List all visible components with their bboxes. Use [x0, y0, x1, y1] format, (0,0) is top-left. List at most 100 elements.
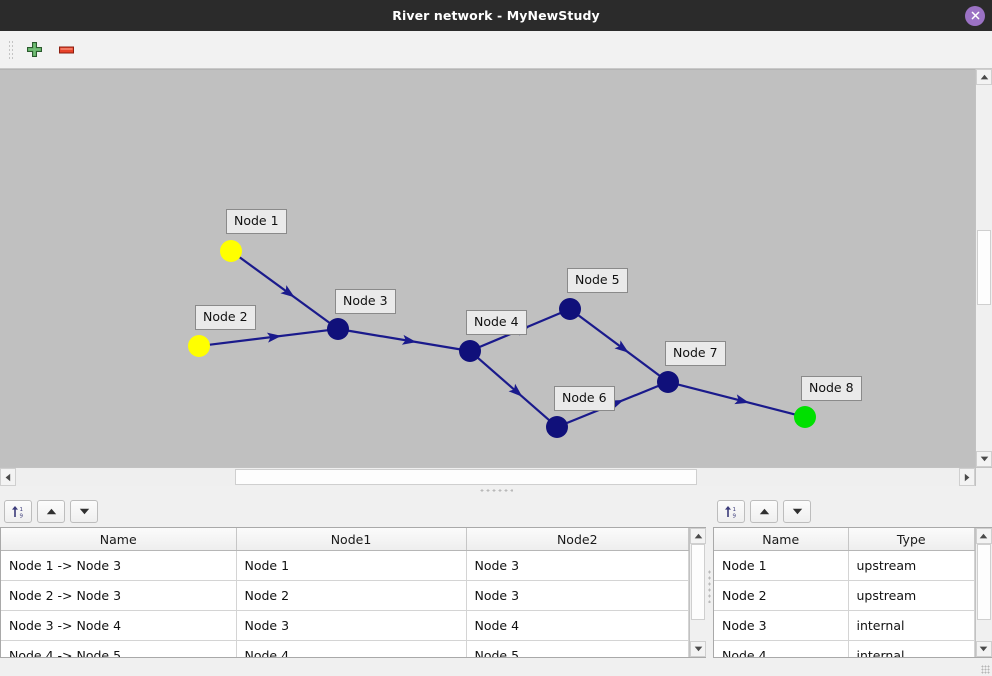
close-button[interactable]	[965, 5, 985, 26]
graph-node[interactable]	[546, 416, 568, 438]
table-cell[interactable]: Node 3	[466, 580, 689, 611]
graph-edge[interactable]	[208, 329, 329, 346]
network-canvas[interactable]: Node 1 Node 2 Node 3 Node 4 Node 5 Node 6 Node…	[0, 69, 975, 467]
scroll-up-button[interactable]	[976, 69, 992, 85]
table-cell[interactable]: Node 4	[714, 640, 849, 657]
graph-node[interactable]	[220, 240, 242, 262]
table-cell[interactable]: Node 5	[466, 640, 689, 657]
vertical-splitter[interactable]	[706, 495, 713, 676]
add-node-button[interactable]	[21, 37, 47, 63]
column-header[interactable]: Type	[848, 528, 975, 551]
graph-edge[interactable]	[577, 314, 661, 377]
canvas-vscroll-track[interactable]	[976, 85, 992, 451]
graph-edge[interactable]	[238, 256, 331, 324]
table-cell[interactable]: Node 4	[466, 610, 689, 641]
node-label[interactable]: Node 5	[567, 268, 628, 293]
table-cell[interactable]: Node 2	[236, 580, 467, 611]
remove-node-button[interactable]	[53, 37, 79, 63]
table-cell[interactable]: Node 3	[466, 550, 689, 581]
graph-node[interactable]	[188, 335, 210, 357]
node-scroll-up-button[interactable]	[975, 528, 992, 544]
table-cell[interactable]: internal	[848, 640, 975, 657]
branch-vscroll-track[interactable]	[690, 544, 706, 641]
branch-scroll-down-button[interactable]	[690, 641, 706, 657]
table-cell[interactable]: Node 3 -> Node 4	[1, 610, 237, 641]
branch-move-down-button[interactable]	[70, 499, 98, 523]
node-panel-footer	[713, 658, 992, 676]
graph-edge[interactable]	[476, 356, 551, 422]
canvas-hscroll-track[interactable]	[16, 468, 959, 486]
node-move-up-button[interactable]	[750, 499, 778, 523]
branch-table-vertical-scrollbar[interactable]	[689, 528, 706, 657]
node-label[interactable]: Node 2	[195, 305, 256, 330]
table-cell[interactable]: Node 1	[714, 550, 849, 581]
table-cell[interactable]: upstream	[848, 580, 975, 611]
node-vscroll-thumb[interactable]	[976, 544, 991, 620]
table-cell[interactable]: Node 2	[714, 580, 849, 611]
table-cell[interactable]: Node 4	[236, 640, 467, 657]
branch-vscroll-thumb[interactable]	[691, 544, 705, 620]
graph-node[interactable]	[794, 406, 816, 428]
branch-move-up-button[interactable]	[37, 499, 65, 523]
canvas-vscroll-thumb[interactable]	[977, 230, 991, 305]
scroll-right-button[interactable]	[959, 468, 975, 486]
toolbar-drag-handle[interactable]	[8, 39, 15, 60]
table-cell[interactable]: internal	[848, 610, 975, 641]
triangle-right-icon	[964, 473, 970, 481]
branch-panel-toolbar: 1 9	[0, 495, 706, 527]
node-sort-button[interactable]: 1 9	[717, 499, 745, 523]
canvas-vertical-scrollbar[interactable]	[975, 69, 992, 467]
graph-node[interactable]	[327, 318, 349, 340]
table-cell[interactable]: Node 3	[236, 610, 467, 641]
node-move-down-button[interactable]	[783, 499, 811, 523]
scroll-left-button[interactable]	[0, 468, 16, 486]
column-header[interactable]: Node1	[236, 528, 467, 551]
table-cell[interactable]: Node 4 -> Node 5	[1, 640, 237, 657]
window-resize-grip[interactable]	[981, 665, 990, 674]
node-vscroll-track[interactable]	[975, 544, 992, 641]
graph-edge[interactable]	[347, 329, 461, 351]
node-label[interactable]: Node 1	[226, 209, 287, 234]
column-header[interactable]: Node2	[466, 528, 689, 551]
table-cell[interactable]: Node 2 -> Node 3	[1, 580, 237, 611]
triangle-down-icon	[980, 646, 988, 652]
arrow-up-icon	[46, 508, 56, 514]
table-cell[interactable]: Node 1	[236, 550, 467, 581]
node-label[interactable]: Node 7	[665, 341, 726, 366]
column-header[interactable]: Name	[714, 528, 849, 551]
node-scroll-down-button[interactable]	[975, 641, 992, 657]
branch-sort-button[interactable]: 1 9	[4, 499, 32, 523]
canvas-horizontal-scrollbar[interactable]	[0, 468, 975, 486]
canvas-hscroll-thumb[interactable]	[235, 469, 697, 485]
table-cell[interactable]: Node 1 -> Node 3	[1, 550, 237, 581]
node-label[interactable]: Node 3	[335, 289, 396, 314]
branch-scroll-up-button[interactable]	[690, 528, 706, 544]
splitter-grip-icon	[479, 489, 513, 492]
graph-node[interactable]	[559, 298, 581, 320]
triangle-up-icon	[980, 74, 988, 80]
table-cell[interactable]: upstream	[848, 550, 975, 581]
graph-node[interactable]	[459, 340, 481, 362]
horizontal-splitter[interactable]	[0, 486, 992, 495]
node-label[interactable]: Node 4	[466, 310, 527, 335]
graph-edge[interactable]	[677, 383, 796, 416]
node-table-vertical-scrollbar[interactable]	[974, 528, 992, 657]
scroll-down-button[interactable]	[976, 451, 992, 467]
column-header[interactable]: Name	[1, 528, 237, 551]
svg-text:1: 1	[19, 507, 23, 513]
node-label[interactable]: Node 6	[554, 386, 615, 411]
triangle-down-icon	[694, 646, 702, 652]
graph-node[interactable]	[657, 371, 679, 393]
node-label[interactable]: Node 8	[801, 376, 862, 401]
table-cell[interactable]: Node 3	[714, 610, 849, 641]
